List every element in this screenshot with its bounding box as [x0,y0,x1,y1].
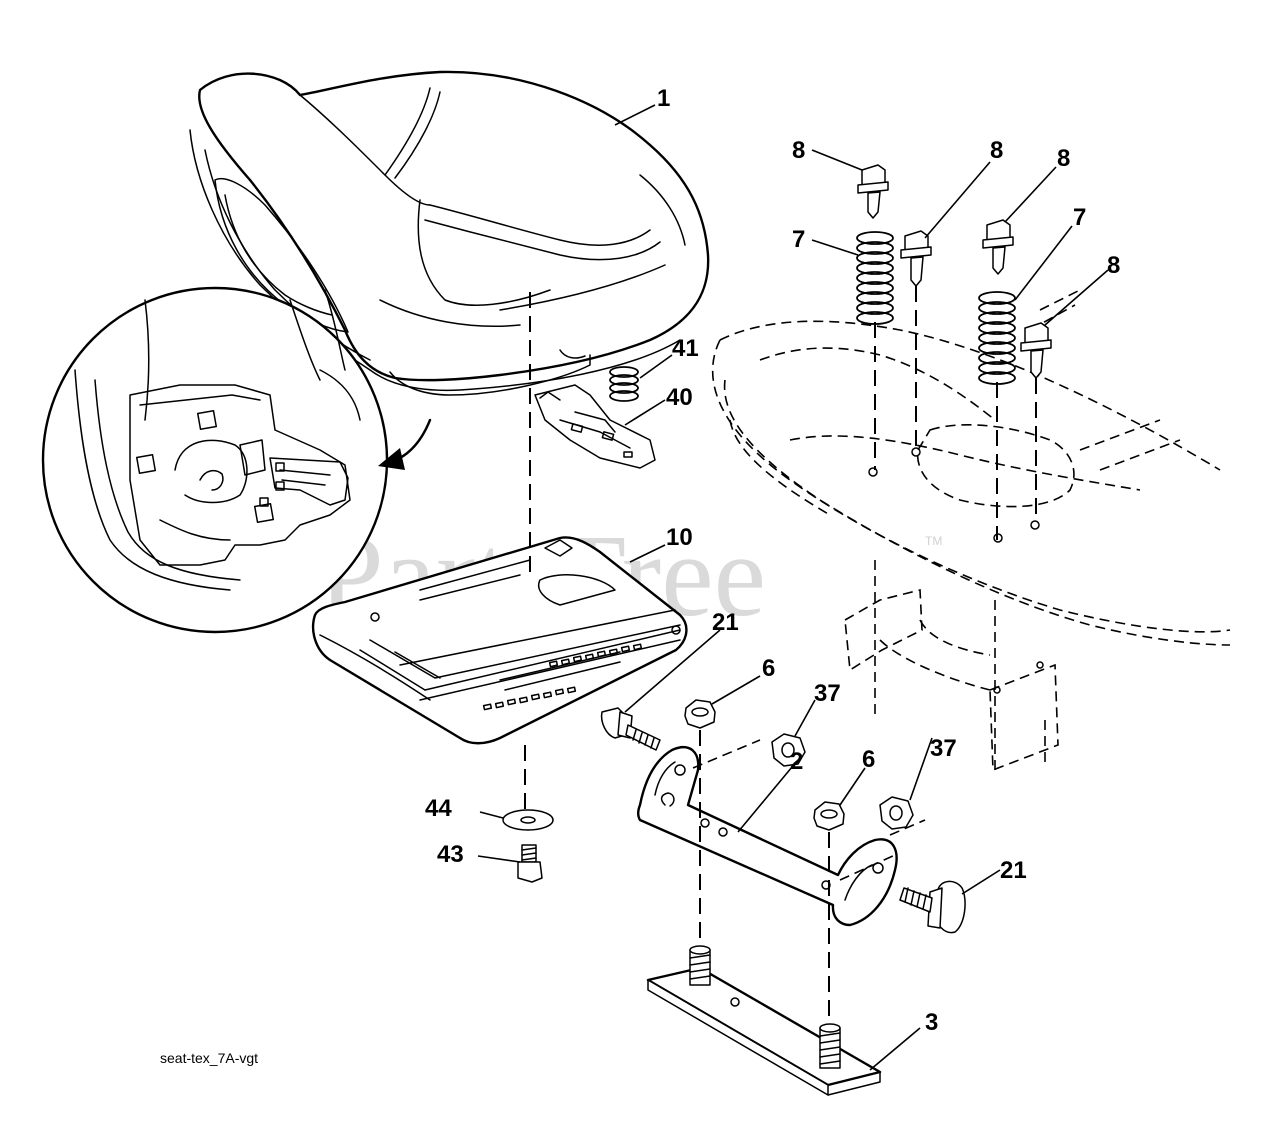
callout-8a: 8 [792,137,805,164]
callout-8b: 8 [990,137,1003,164]
detail-inset [41,286,389,634]
callout-41: 41 [672,335,699,362]
bolt-8-b [900,230,932,287]
callout-2: 2 [790,748,803,775]
inset-arrow-head [378,448,405,470]
bolt-8-a [857,164,889,219]
callout-6a: 6 [762,655,775,682]
callout-37a: 37 [814,680,841,707]
stud-3-b [819,1023,841,1069]
nut-6-b [813,801,845,831]
seat [189,70,710,396]
diagram-caption: seat-tex_7A-vgt [160,1050,258,1066]
stud-3-a [689,945,711,986]
axis-bracket-nut-3 [839,854,896,881]
callout-1: 1 [657,85,670,112]
mower-frame-outline [711,289,1231,772]
nut-37-b [879,796,914,830]
bolt-8-c [982,219,1014,275]
callout-37b: 37 [930,735,957,762]
bolt-8-d [1020,322,1052,379]
callout-7a: 7 [792,226,805,253]
washer-44 [502,809,554,831]
callout-10: 10 [666,524,693,551]
bolt-21-a [600,707,661,751]
spring-7-a [856,231,894,325]
callout-44: 44 [425,795,452,822]
axis-bracket-nut-2 [889,819,926,836]
spring-7-b [978,291,1016,385]
callout-8c: 8 [1057,145,1070,172]
callout-21b: 21 [1000,857,1027,884]
spring-41 [609,366,639,402]
axes-frame-bolts [874,286,1037,540]
callout-21a: 21 [712,609,739,636]
nut-6-a [684,699,716,729]
switch-bracket-40 [534,384,656,469]
callout-labels: 1 8 8 8 8 7 7 41 40 10 21 6 37 6 37 2 44… [425,85,1120,1036]
callout-43: 43 [437,841,464,868]
callout-8d: 8 [1107,252,1120,279]
leader-lines [477,104,1109,1071]
bracket-2 [636,746,898,927]
callout-40: 40 [666,384,693,411]
watermark-tm: TM [925,534,942,548]
seat-pan-10 [311,536,688,745]
callout-7b: 7 [1073,204,1086,231]
axis-bracket-nut [692,739,761,769]
callout-6b: 6 [862,746,875,773]
bolt-43 [517,844,543,883]
callout-3: 3 [925,1009,938,1036]
plate-3 [646,966,882,1096]
bolt-21-b [899,880,966,934]
nut-37-a [771,733,806,767]
